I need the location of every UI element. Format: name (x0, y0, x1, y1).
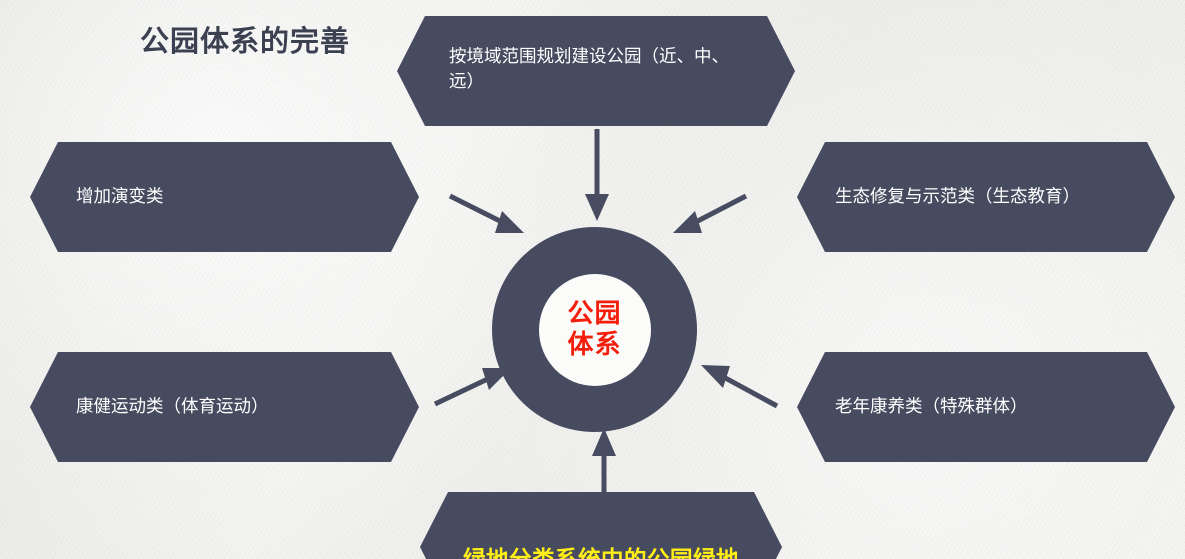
node-top[interactable]: 按境域范围规划建设公园（近、中、远） (397, 16, 795, 126)
node-right-bottom[interactable]: 老年康养类（特殊群体） (797, 352, 1175, 462)
center-label-line2: 体系 (567, 329, 622, 360)
node-right-bottom-label: 老年康养类（特殊群体） (835, 396, 1028, 417)
node-right-top-label: 生态修复与示范类（生态教育） (835, 186, 1080, 207)
node-bottom-label: 绿地分类系统中的公园绿地 (463, 545, 739, 559)
node-left-bottom-label: 康健运动类（体育运动） (76, 396, 269, 417)
center-label-line1: 公园 (567, 299, 622, 330)
node-left-top[interactable]: 增加演变类 (30, 142, 419, 252)
node-right-top[interactable]: 生态修复与示范类（生态教育） (797, 142, 1175, 252)
node-left-top-label: 增加演变类 (76, 186, 164, 207)
center-node-inner: 公园 体系 (538, 273, 651, 386)
node-bottom[interactable]: 绿地分类系统中的公园绿地 (420, 492, 782, 559)
node-left-bottom[interactable]: 康健运动类（体育运动） (30, 352, 419, 462)
node-top-label: 按境域范围规划建设公园（近、中、远） (449, 47, 729, 92)
page-title: 公园体系的完善 (140, 24, 351, 58)
center-node[interactable]: 公园 体系 (492, 227, 697, 432)
